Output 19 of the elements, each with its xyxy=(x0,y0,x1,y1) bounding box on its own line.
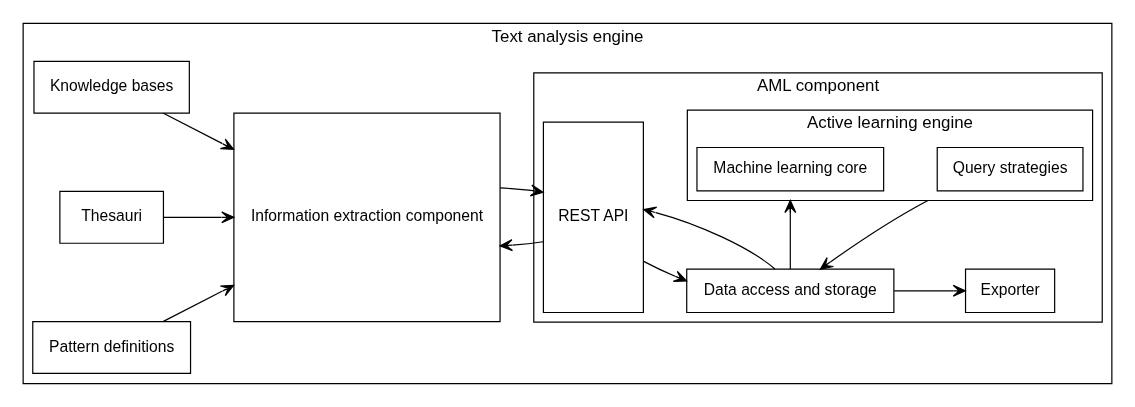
arrow xyxy=(893,284,966,297)
node-box: Thesauri xyxy=(59,190,165,244)
arrow xyxy=(784,199,797,270)
arrow xyxy=(163,211,235,224)
node-box: Query strategies xyxy=(936,146,1084,192)
node-box: REST API xyxy=(542,121,644,314)
arrow xyxy=(643,206,776,270)
node-box: Data access and storage xyxy=(686,268,895,314)
node-box: Pattern definitions xyxy=(32,320,192,374)
arrow xyxy=(499,184,544,197)
arrow xyxy=(499,239,544,252)
arrow xyxy=(819,199,929,270)
node-box: Knowledge bases xyxy=(33,60,190,114)
arrow xyxy=(162,112,235,150)
node-box: Machine learning core xyxy=(696,146,885,192)
arrow xyxy=(162,284,235,322)
arrow xyxy=(643,260,688,282)
node-box: Exporter xyxy=(964,268,1056,314)
node-box: Information extraction component xyxy=(233,112,501,323)
